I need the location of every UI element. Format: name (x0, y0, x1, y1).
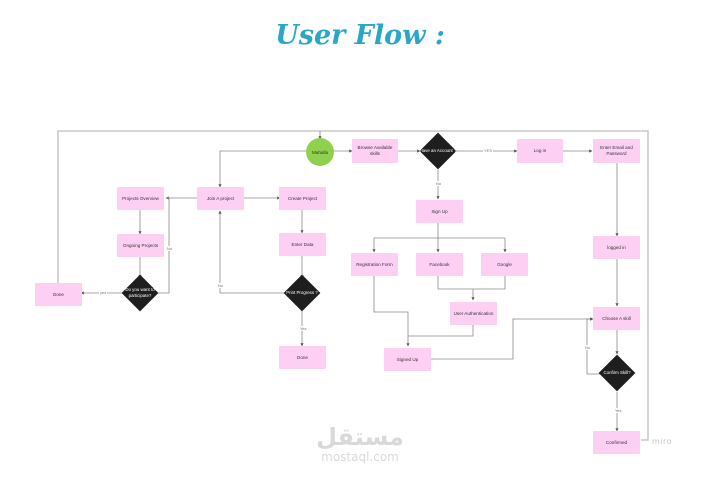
node-label: Join A project (206, 195, 235, 201)
watermark-arabic: مستقل (316, 423, 404, 451)
edge-auth-signed (408, 323, 474, 337)
edge-signup-split (374, 222, 505, 239)
edge-outer-loop (57, 130, 649, 441)
node-label: Choose A skill (602, 315, 631, 321)
edge-signed-choose (431, 317, 594, 360)
edge-label-no: No (584, 345, 592, 350)
node-login[interactable]: Log in (517, 139, 563, 163)
node-google[interactable]: Google (481, 253, 528, 276)
edge-print-no (218, 210, 289, 294)
watermark-latin: mostaql.com (321, 450, 399, 464)
edge-label-no: No (435, 181, 443, 186)
node-enter-email[interactable]: Enter Email and Password (593, 139, 640, 163)
decision-label: Confirm Skill? (603, 370, 631, 376)
node-done-right[interactable]: Done (279, 346, 326, 369)
edge-fb-google-auth (437, 275, 506, 300)
node-label: Create Project (287, 195, 318, 201)
edge-start-join (218, 150, 307, 188)
node-sign-up[interactable]: Sign Up (416, 200, 463, 223)
miro-logo: miro (652, 437, 673, 446)
edge-reg-signed (373, 275, 410, 347)
edge-label-yes: Yes (299, 326, 308, 331)
edge-label-no: No (217, 283, 225, 288)
decision-label: Have an Account ? (419, 148, 457, 154)
node-choose-skill[interactable]: Choose A skill (593, 307, 640, 330)
node-label: Enter Data (291, 241, 314, 247)
node-label: Done (297, 354, 308, 360)
node-create-project[interactable]: Create Project (279, 187, 326, 210)
node-label: logged in (607, 244, 626, 250)
node-label: Confirmed (605, 439, 628, 445)
edge-label-yes: yes (99, 290, 108, 295)
node-label: Log in (533, 148, 547, 154)
node-label: Sign Up (431, 208, 448, 214)
decision-label: Do you want to participate? (125, 287, 155, 298)
node-ongoing-projects[interactable]: Ongoing Projects (117, 234, 164, 257)
node-join-project[interactable]: Join A project (197, 187, 244, 210)
node-label: Done (53, 291, 64, 297)
node-enter-data[interactable]: Enter Data (279, 233, 326, 256)
node-label: Registration Form (356, 261, 393, 267)
decision-label: Print Progress ? (286, 290, 318, 296)
node-label: Ongoing Projects (122, 242, 159, 248)
node-label: Signed Up (396, 356, 419, 362)
start-node-mahalla[interactable]: Mahalla (306, 138, 334, 166)
edge-label-no: No (166, 246, 174, 251)
node-facebook[interactable]: Facebook (416, 253, 463, 276)
node-label: Facebook (429, 261, 450, 267)
node-label: Enter Email and Password (600, 145, 633, 156)
node-label: User Authentication (453, 310, 494, 316)
node-user-authentication[interactable]: User Authentication (450, 302, 497, 325)
edge-label-yes: Yes (614, 408, 623, 413)
node-signed-up[interactable]: Signed Up (384, 348, 431, 371)
node-label: Projects Overview (121, 195, 159, 201)
diagram-title: User Flow : (275, 20, 445, 51)
node-done-left[interactable]: Done (35, 283, 82, 306)
mostaql-watermark: مستقل mostaql.com (300, 423, 420, 463)
start-node-label: Mahalla (311, 149, 329, 155)
node-label: Google (497, 261, 512, 267)
node-label: Browse Available skills (357, 145, 393, 156)
node-browse-skills[interactable]: Browse Available skills (352, 139, 398, 163)
node-logged-in[interactable]: logged in (593, 236, 640, 259)
edge-participate-no (154, 197, 170, 294)
node-confirmed[interactable]: Confirmed (593, 431, 640, 454)
node-registration-form[interactable]: Registration Form (351, 253, 398, 276)
edge-label-yes: YES (483, 148, 494, 153)
node-projects-overview[interactable]: Projects Overview (117, 187, 164, 210)
